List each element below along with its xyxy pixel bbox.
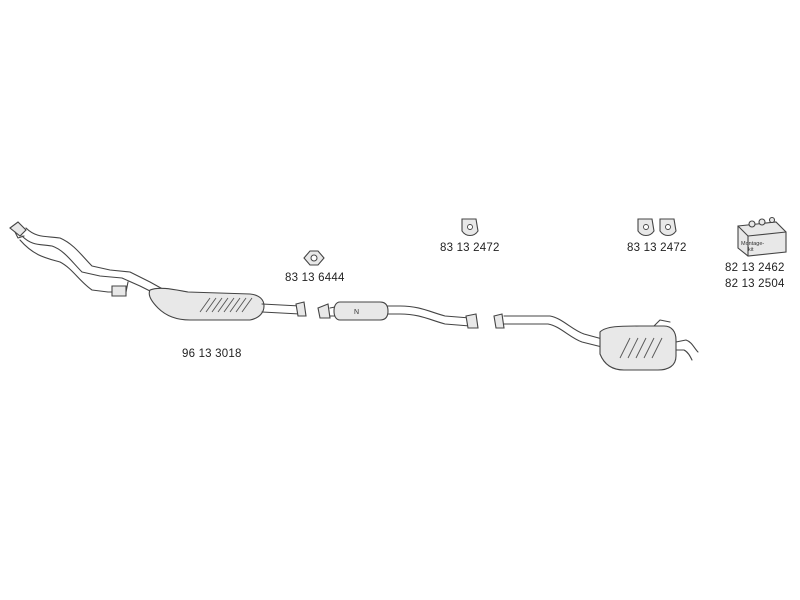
mounting-kit-box-icon[interactable]: Montage- kit bbox=[737, 216, 787, 257]
hanger-icon-rear-2[interactable] bbox=[659, 218, 677, 237]
middle-section-assembly[interactable]: N bbox=[317, 301, 479, 329]
part-number-hanger-rear: 83 13 2472 bbox=[627, 242, 687, 254]
clamp-nut-icon[interactable] bbox=[303, 250, 325, 266]
catalyst-hatching bbox=[199, 297, 253, 313]
hanger-icon-middle[interactable] bbox=[461, 218, 479, 237]
part-number-mounting-kit-1: 82 13 2462 bbox=[725, 262, 785, 274]
rear-section-assembly[interactable] bbox=[493, 313, 699, 371]
part-number-front-pipe: 96 13 3018 bbox=[182, 348, 242, 360]
hanger-icon-rear-1[interactable] bbox=[637, 218, 655, 237]
middle-muffler-mark: N bbox=[354, 309, 359, 316]
rear-muffler-hatching bbox=[619, 337, 663, 359]
front-pipe-assembly[interactable] bbox=[9, 221, 307, 321]
svg-text:kit: kit bbox=[748, 247, 754, 253]
part-number-mounting-kit-2: 82 13 2504 bbox=[725, 278, 785, 290]
part-number-hanger-middle: 83 13 2472 bbox=[440, 242, 500, 254]
part-number-clamp-nut: 83 13 6444 bbox=[285, 272, 345, 284]
kit-box-text: Montage- bbox=[741, 241, 764, 247]
